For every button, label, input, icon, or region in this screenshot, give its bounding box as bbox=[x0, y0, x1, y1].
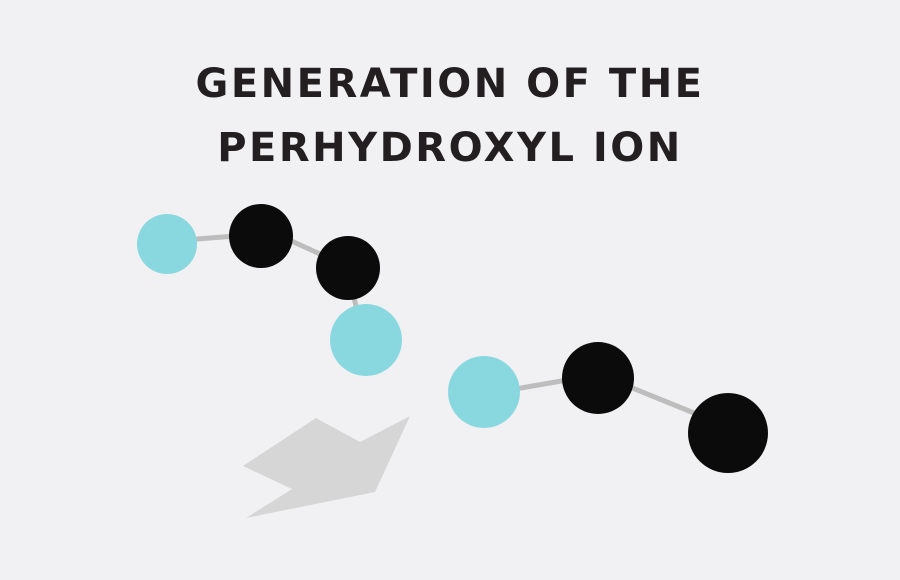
page-title: GENERATION OF THE PERHYDROXYL ION bbox=[0, 52, 900, 180]
atom-cyan-1 bbox=[137, 214, 197, 274]
atom-black-4 bbox=[688, 393, 768, 473]
atom-black-2 bbox=[316, 236, 380, 300]
title-line-2: PERHYDROXYL ION bbox=[217, 125, 683, 171]
lower-right-molecule bbox=[448, 342, 768, 473]
title-line-1: GENERATION OF THE bbox=[195, 61, 705, 107]
atom-black-1 bbox=[229, 204, 293, 268]
grey-arrow-shape bbox=[243, 416, 410, 518]
bond-4 bbox=[518, 377, 570, 391]
atom-cyan-2 bbox=[330, 304, 402, 376]
atom-cyan-3 bbox=[448, 356, 520, 428]
upper-left-molecule bbox=[137, 204, 402, 376]
bond-5 bbox=[627, 384, 697, 416]
atom-black-3 bbox=[562, 342, 634, 414]
